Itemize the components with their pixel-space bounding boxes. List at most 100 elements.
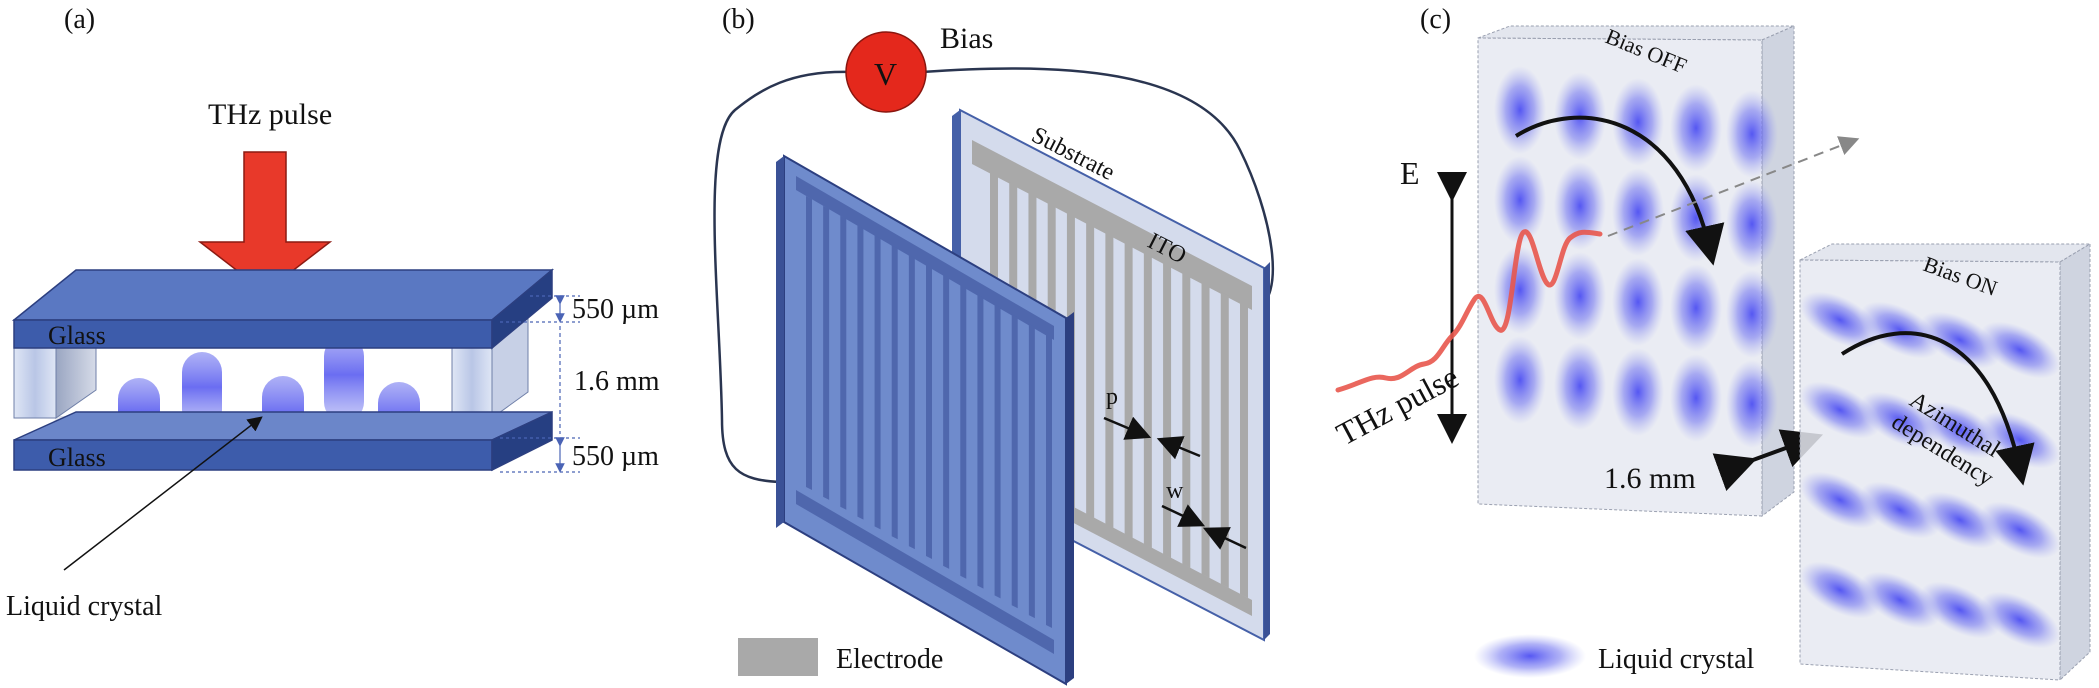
lc-cylinder xyxy=(182,352,222,430)
front-electrode-finger xyxy=(926,265,932,559)
front-electrode-finger xyxy=(943,274,950,569)
thz-pulse-label-c: THz pulse xyxy=(1330,358,1464,452)
lc-molecule xyxy=(1494,156,1546,244)
ito-band xyxy=(972,140,1252,310)
width-arrow-left xyxy=(1161,504,1206,527)
lc-molecule xyxy=(1979,501,2061,559)
dimension-markers xyxy=(500,295,580,473)
lc-legend-label: Liquid crystal xyxy=(1598,644,1755,675)
top-glass-top-face xyxy=(11,269,555,321)
bias-on-lc-grid xyxy=(1799,291,2061,649)
pitch-label: p xyxy=(1106,384,1118,410)
rotation-arrow-off xyxy=(1514,115,1725,266)
lc-molecule xyxy=(1554,252,1606,340)
panel-c-tag: (c) xyxy=(1420,4,1451,35)
glass-bottom-label: Glass xyxy=(48,443,106,472)
bottom-glass-side xyxy=(491,410,553,472)
lc-molecule xyxy=(1612,168,1664,256)
lc-cylinder xyxy=(324,336,364,422)
lc-molecule xyxy=(1494,336,1546,424)
lc-molecule xyxy=(1670,84,1722,172)
lc-molecule xyxy=(1979,321,2061,379)
lc-molecule xyxy=(1799,381,1881,439)
electrode-legend-swatch xyxy=(738,638,818,676)
glass-top-label: Glass xyxy=(48,321,106,350)
front-electrode-finger xyxy=(840,215,847,510)
lc-molecule xyxy=(1859,571,1941,629)
back-electrode-finger xyxy=(1143,252,1152,548)
panel-a-tag: (a) xyxy=(64,4,95,35)
back-electrode-finger xyxy=(1163,262,1172,558)
lc-molecule xyxy=(1612,348,1664,436)
lc-molecule xyxy=(1612,258,1664,346)
front-electrode-finger xyxy=(823,205,830,500)
lc-molecule xyxy=(1670,264,1722,352)
back-electrode-finger xyxy=(1201,282,1210,578)
lc-molecule xyxy=(1554,162,1606,250)
lc-label-a: Liquid crystal xyxy=(6,591,163,622)
top-glass-side xyxy=(491,268,553,350)
front-plate xyxy=(776,154,1074,686)
thz-pulse-arrow xyxy=(197,151,333,293)
lc-molecule xyxy=(1859,391,1941,449)
lc-molecule xyxy=(1799,291,1881,349)
front-electrode-finger xyxy=(857,225,864,520)
front-electrode-finger xyxy=(1046,334,1052,628)
lc-molecule xyxy=(1670,354,1722,442)
voltmeter-symbol: V xyxy=(874,56,897,92)
lc-molecule xyxy=(1979,411,2061,469)
lc-molecule xyxy=(1919,311,2001,369)
lc-molecule xyxy=(1919,401,2001,459)
propagation-axis xyxy=(1607,136,1860,237)
front-electrode-finger xyxy=(891,245,898,540)
front-electrode-fingers xyxy=(806,196,1052,628)
front-electrode-finger xyxy=(908,255,915,550)
back-electrode-finger xyxy=(1182,272,1191,568)
width-arrow-right xyxy=(1202,527,1247,550)
dim-bottom-label: 550 µm xyxy=(572,441,659,472)
front-electrode-finger xyxy=(994,304,1001,599)
rotation-arrow-on xyxy=(1840,331,2035,486)
width-label: w xyxy=(1166,478,1184,504)
gap-label: 1.6 mm xyxy=(1604,462,1696,495)
bottom-glass-top-face xyxy=(13,411,553,441)
front-electrode-finger xyxy=(874,235,881,530)
lc-pointer-line xyxy=(63,416,263,571)
front-electrode-finger xyxy=(977,294,984,589)
back-electrode-finger xyxy=(1086,222,1095,518)
lc-molecule xyxy=(1726,180,1778,268)
bias-label: Bias xyxy=(940,22,993,55)
lc-molecule xyxy=(1799,471,1881,529)
panel-a: (a) THz pulse Glass Glass xyxy=(6,4,660,622)
lc-molecule xyxy=(1799,561,1881,619)
bias-off-block xyxy=(1477,25,1795,517)
back-electrode-finger xyxy=(1220,292,1229,588)
back-electrode-finger xyxy=(1105,232,1114,528)
front-electrode-finger xyxy=(806,196,812,490)
e-field-label: E xyxy=(1400,155,1420,191)
gap-arrow xyxy=(1712,429,1824,491)
lc-molecule xyxy=(1919,581,2001,639)
dim-top-label: 550 µm xyxy=(572,294,659,325)
panel-b-tag: (b) xyxy=(722,4,755,35)
front-electrode-finger xyxy=(960,284,967,579)
back-electrode-finger xyxy=(1240,302,1248,598)
lc-molecule xyxy=(1554,342,1606,430)
panel-c: (c) Bias OFF E THz pulse 1.6 mm Bias xyxy=(1330,4,2092,682)
front-electrode-finger xyxy=(1011,314,1018,609)
voltmeter-icon xyxy=(845,31,927,113)
lc-molecule xyxy=(1726,90,1778,178)
lc-molecule xyxy=(1859,481,1941,539)
panel-b: (b) V Bias Substrate ITO p xyxy=(713,4,1275,686)
electrode-legend-label: Electrode xyxy=(836,644,943,675)
lc-molecule xyxy=(1670,174,1722,262)
lc-legend-swatch xyxy=(1474,634,1586,678)
lc-molecule xyxy=(1494,66,1546,154)
thz-wave xyxy=(1335,229,1603,393)
back-electrode-finger xyxy=(1124,242,1133,538)
lc-molecule xyxy=(1726,360,1778,448)
lc-molecule xyxy=(1726,270,1778,358)
front-electrode-finger xyxy=(1028,324,1035,619)
